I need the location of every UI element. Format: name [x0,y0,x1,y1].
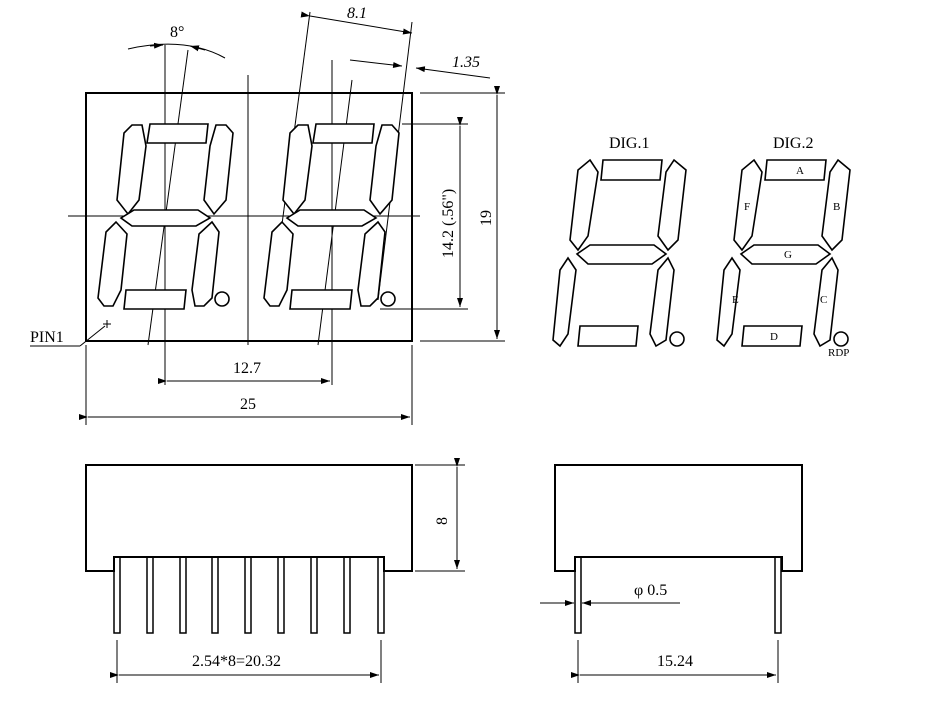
pin-5 [244,556,252,634]
pin-4 [211,556,219,634]
front-d2-seg-g [285,209,378,227]
angle-arrow-right [189,45,206,52]
front-d1-seg-g [119,209,212,227]
digit-pitch-dim-text: 12.7 [233,360,261,377]
dig2-seg-a [764,159,827,181]
rdp-label: RDP [828,347,849,359]
seg-c-label: C [820,294,827,306]
angle-dim-text: 8° [170,24,184,41]
total-height-dim-text: 19 [478,210,495,226]
dig2-seg-e [716,256,741,348]
front-d1-seg-c [191,220,220,307]
front-digit-1 [97,123,234,310]
pin-7 [310,556,318,634]
dig1-seg-d [577,325,639,347]
front-d1-seg-b [203,124,234,216]
pin-9 [377,556,385,634]
dig2-seg-b [821,158,851,252]
dig1-seg-a [600,159,663,181]
side-pin-left [574,556,582,634]
front-d2-seg-c [357,220,386,307]
dig1-seg-g [575,244,668,265]
dig1-seg-f [569,158,599,252]
front-d1-seg-a [146,123,209,144]
front-d1-seg-d [123,289,187,310]
dig2-seg-c [813,256,839,348]
pin-pitch-dim-text: 2.54*8=20.32 [192,653,281,670]
dig2-seg-d [741,325,803,347]
seg-f-label: F [744,201,750,213]
pin-1 [113,556,121,634]
front-view: PIN1 8° 8.1 1.35 14.2 (.56") 19 12.7 25 [30,5,505,425]
slant-offset-dim-text: 8.1 [347,5,367,22]
pin1-leader [79,325,106,347]
digit-height-dim-text: 14.2 (.56") [440,189,457,258]
seg-a-label: A [796,165,804,177]
seg-b-label: B [833,201,840,213]
bottom-body-outline [85,464,413,572]
pin-6 [277,556,285,634]
front-d2-seg-f [282,124,313,216]
row-spacing-dim-text: 15.24 [657,653,693,670]
dig2-seg-g [739,244,832,265]
front-d1-dp [214,291,230,307]
dig2-seg-f [733,158,763,252]
angle-arrow-left [149,42,164,49]
depth-dim-text: 8 [434,517,451,525]
small-offset-dim-text: 1.35 [452,54,480,71]
bottom-pins [113,556,385,634]
dig1-label: DIG.1 [609,135,649,152]
pin-3 [179,556,187,634]
side-view: φ 0.5 15.24 [540,464,803,683]
total-width-dim-text: 25 [240,396,256,413]
segment-diagrams: DIG.1 DIG.2 A B C D E F G [552,135,851,359]
angle-arc [127,43,226,59]
seg-g-label: G [784,249,792,261]
slant-offset-dim-line [300,11,413,35]
small-offset-arrow-right [415,66,491,79]
dig1-seg-b [657,158,687,252]
front-d2-dp [380,291,396,307]
front-d1-seg-e [97,220,128,307]
dig1-diagram [552,158,687,348]
dig2-dp [833,331,849,347]
seg-e-label: E [732,294,739,306]
front-d2-seg-a [312,123,375,144]
pin-2 [146,556,154,634]
pin1-label: PIN1 [30,329,64,346]
pin-8 [343,556,351,634]
side-body-outline [554,464,803,572]
front-body-outline [85,92,413,342]
small-offset-arrow-left [349,59,403,68]
dig2-label: DIG.2 [773,135,813,152]
front-d1-seg-f [116,124,147,216]
seg-d-label: D [770,331,778,343]
front-d2-seg-b [369,124,400,216]
dig1-seg-e [552,256,577,348]
front-digit-2 [263,123,400,310]
dig2-diagram: A B C D E F G RDP [716,158,851,359]
front-d2-seg-e [263,220,294,307]
side-pin-right [774,556,782,634]
pin-diameter-dim-text: φ 0.5 [634,582,667,599]
front-d2-seg-d [289,289,353,310]
dig1-dp [669,331,685,347]
dig1-seg-c [649,256,675,348]
bottom-view: 8 2.54*8=20.32 [85,458,465,683]
